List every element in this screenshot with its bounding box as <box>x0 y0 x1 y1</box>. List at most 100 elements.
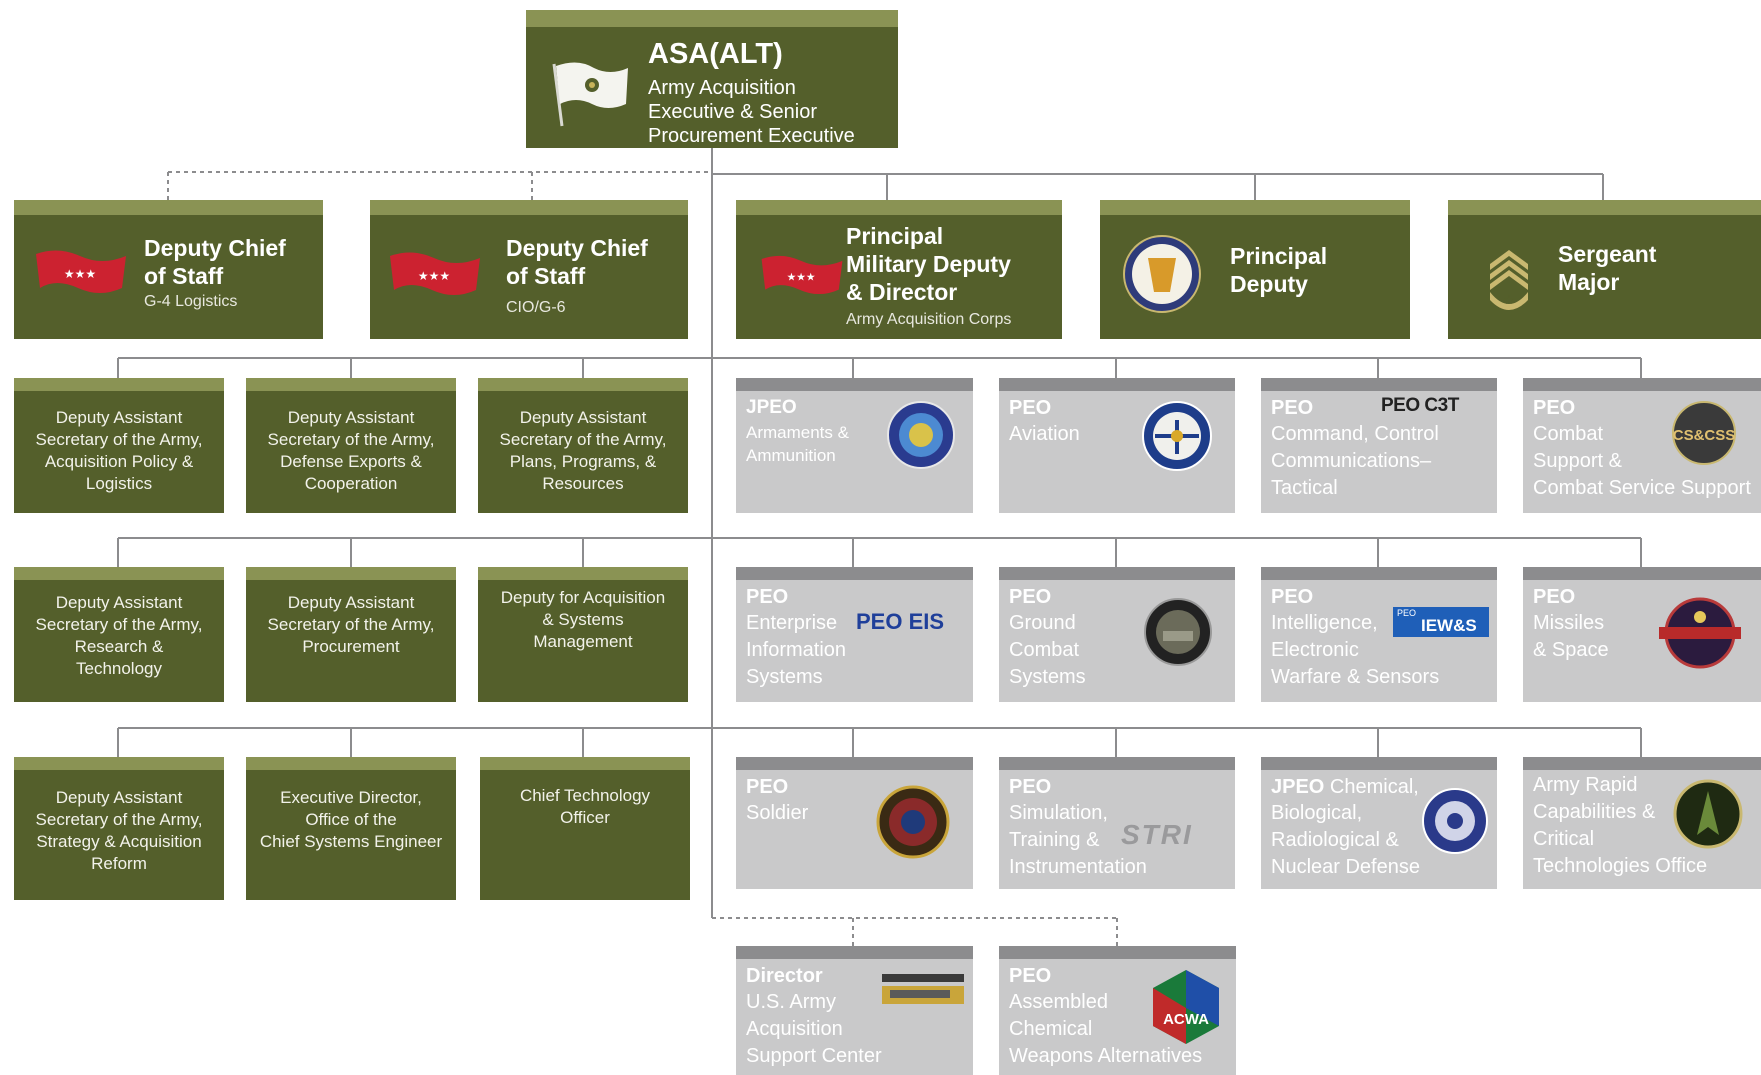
asc-logo-icon <box>882 974 964 1004</box>
acwa-wordmark: ACWA <box>1163 1011 1209 1028</box>
office-line: Secretary of the Army, <box>35 430 203 449</box>
rcco-seal-icon <box>1673 779 1743 849</box>
office-line: Secretary of the Army, <box>35 810 203 829</box>
peo-line: Support Center <box>746 1045 882 1067</box>
peo-line: Acquisition <box>746 1018 843 1040</box>
peo-line: Chemical <box>1009 1018 1093 1040</box>
peo-line: Radiological & <box>1271 829 1399 851</box>
peo-line: Instrumentation <box>1009 856 1147 878</box>
cscss-wordmark: CS&CSS <box>1673 427 1736 444</box>
office-line: Research & <box>74 637 164 656</box>
office-line: Procurement <box>302 637 400 656</box>
executive-line: Procurement Executive <box>648 125 855 147</box>
peo-title: PEO <box>1533 586 1576 608</box>
deputy-chief-g6-box: ★★★ Deputy Chief of Staff CIO/G-6 <box>370 200 688 339</box>
peo-title: PEO <box>1271 586 1314 608</box>
peo-description: Missiles & Space <box>1533 610 1609 664</box>
gcs-seal-icon <box>1144 598 1212 666</box>
office-line: Acquisition Policy & <box>44 452 194 471</box>
office-line: Deputy Assistant <box>287 408 415 427</box>
peo-aviation-box: PEO Aviation <box>999 378 1235 513</box>
cscss-logo-icon: CS&CSS <box>1672 401 1736 465</box>
peo-description: Command, Control Communications– Tactica… <box>1271 421 1439 502</box>
sergeant-major-insignia-icon: ★ <box>1490 250 1528 310</box>
peo-line: Aviation <box>1009 423 1080 445</box>
leader-title: Deputy Chief of Staff <box>506 234 648 290</box>
office-line: Secretary of the Army, <box>267 430 435 449</box>
three-star-flag-icon: ★★★ <box>390 252 480 295</box>
peo-title: PEO <box>1533 397 1576 419</box>
peo-line: Information <box>746 639 847 661</box>
chief-systems-engineer-box: Executive Director, Office of the Chief … <box>246 757 456 900</box>
peo-description: Simulation, Training & Instrumentation <box>1009 800 1147 881</box>
office-line: Resources <box>542 474 624 493</box>
peo-title: PEO <box>1009 586 1052 608</box>
office-label: Deputy Assistant Secretary of the Army, … <box>252 592 450 658</box>
office-line: Chief Systems Engineer <box>259 832 443 851</box>
peo-line: Combat Service Support <box>1533 477 1751 499</box>
peo-description: Enterprise Information Systems <box>746 610 846 691</box>
peo-line: Electronic <box>1271 639 1359 661</box>
peo-description: Ground Combat Systems <box>1009 610 1086 691</box>
leader-title-line: Deputy <box>1230 271 1308 297</box>
cbrnd-seal-icon <box>1422 788 1488 854</box>
peo-line: Systems <box>1009 666 1086 688</box>
peo-description: Army Rapid Capabilities & Critical Techn… <box>1533 772 1707 880</box>
peo-description: U.S. Army Acquisition Support Center <box>746 989 882 1070</box>
leader-title-line: Military Deputy <box>846 251 1011 277</box>
office-label: Deputy for Acquisition & Systems Managem… <box>484 587 682 653</box>
peo-line: Soldier <box>746 802 809 824</box>
leader-subtitle: Army Acquisition Corps <box>846 311 1012 328</box>
peo-description: Aviation <box>1009 421 1080 448</box>
leader-title-line: of Staff <box>506 263 586 289</box>
aviation-seal-icon <box>1142 401 1212 471</box>
office-line: Office of the <box>305 810 397 829</box>
leader-title-line: & Director <box>846 279 958 305</box>
peo-line: U.S. Army <box>746 991 837 1013</box>
peo-line: Missiles <box>1533 612 1605 634</box>
peo-description: Biological, Radiological & Nuclear Defen… <box>1271 800 1420 881</box>
office-line: Deputy Assistant <box>55 788 183 807</box>
dasa-research-technology-box: Deputy Assistant Secretary of the Army, … <box>14 567 224 702</box>
peo-line: Nuclear Defense <box>1271 856 1420 878</box>
peo-title-rest: Chemical, <box>1324 776 1419 798</box>
chief-technology-officer-box: Chief Technology Officer <box>480 757 690 900</box>
office-line: Executive Director, <box>280 788 422 807</box>
peo-title: PEO <box>1009 397 1052 419</box>
leader-title-line: Principal <box>1230 243 1328 269</box>
peo-description: Armaments & Ammunition <box>746 421 849 467</box>
peo-line: Combat <box>1009 639 1080 661</box>
executive-line: Army Acquisition <box>648 77 796 99</box>
soldier-seal-icon <box>876 785 950 859</box>
office-label: Deputy Assistant Secretary of the Army, … <box>20 787 218 875</box>
office-line: Plans, Programs, & <box>509 452 657 471</box>
office-line: & Systems <box>542 610 624 629</box>
executive-line: Executive & Senior <box>648 101 817 123</box>
office-label: Executive Director, Office of the Chief … <box>252 787 450 853</box>
dasa-plans-programs-box: Deputy Assistant Secretary of the Army, … <box>478 378 688 513</box>
executive-title: ASA(ALT) <box>648 38 783 70</box>
peo-acwa-box: PEO Assembled Chemical Weapons Alternati… <box>999 946 1236 1075</box>
peo-c3t-box: PEO PEO C3T Command, Control Communicati… <box>1261 378 1497 513</box>
peo-line: Ammunition <box>746 446 836 465</box>
stri-logo-icon: STRI <box>1121 819 1193 850</box>
executive-subtitle: Army Acquisition Executive & Senior Proc… <box>648 76 888 148</box>
svg-text:★: ★ <box>1504 293 1515 307</box>
svg-text:★★★: ★★★ <box>64 267 96 281</box>
office-line: Reform <box>91 854 147 873</box>
dasa-strategy-reform-box: Deputy Assistant Secretary of the Army, … <box>14 757 224 900</box>
peo-missiles-space-box: PEO Missiles & Space <box>1523 567 1761 702</box>
leader-subtitle: CIO/G-6 <box>506 299 566 316</box>
three-star-flag-icon: ★★★ <box>36 250 126 293</box>
peo-title-bold: JPEO <box>1271 776 1325 798</box>
peo-title: Director <box>746 965 823 987</box>
peo-line: Warfare & Sensors <box>1271 666 1440 688</box>
peo-soldier-box: PEO Soldier <box>736 757 973 889</box>
iews-logo-icon: PEO IEW&S <box>1393 607 1489 637</box>
leader-title-line: Major <box>1558 269 1620 295</box>
peo-title: PEO <box>746 586 789 608</box>
office-line: Secretary of the Army, <box>499 430 667 449</box>
peo-line: Assembled <box>1009 991 1108 1013</box>
peo-iews-box: PEO Intelligence, Electronic Warfare & S… <box>1261 567 1497 702</box>
